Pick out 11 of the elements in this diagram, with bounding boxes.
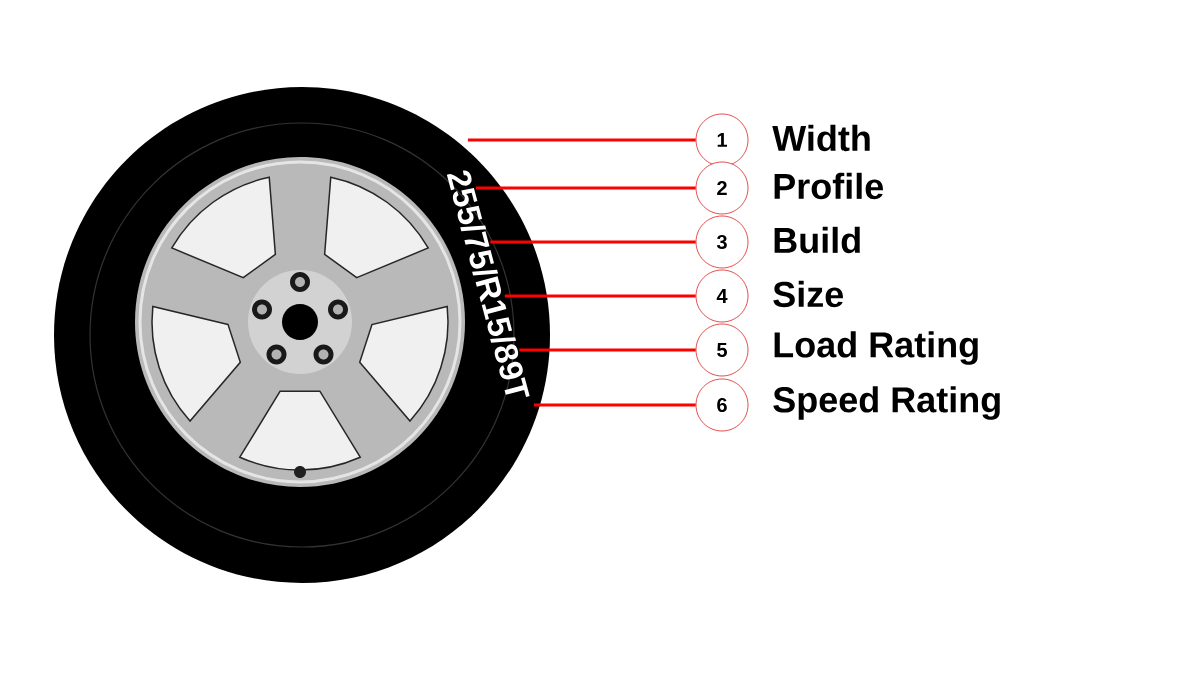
item-label: Profile <box>774 172 883 200</box>
leader-line <box>467 138 696 142</box>
leader-line <box>504 294 696 298</box>
item-label: Width <box>772 124 870 152</box>
item-label: Speed Rating <box>773 386 1000 420</box>
leader-line <box>519 348 696 352</box>
item-label: Build <box>774 226 860 254</box>
leader-line <box>475 186 696 190</box>
item-label: Size <box>773 280 843 308</box>
leader-line <box>490 240 696 244</box>
item-label: Load Rating <box>774 331 978 365</box>
